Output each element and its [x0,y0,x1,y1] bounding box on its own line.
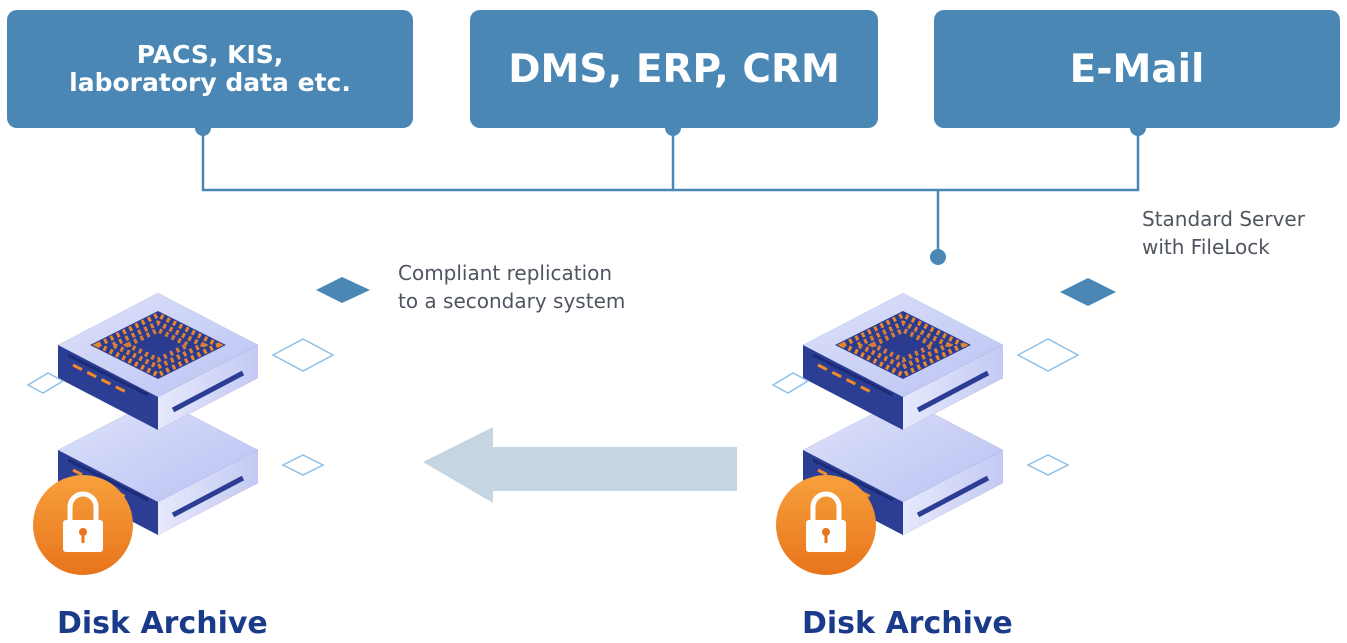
disk-archive-title-left: Disk Archive [57,606,268,641]
replication-label-line-2: to a secondary system [398,289,626,313]
padlock-icon-right [776,475,876,575]
source-box-dms-label: DMS, ERP, CRM [508,46,840,92]
server-label: Standard Server with FileLock [1142,205,1305,261]
source-box-dms: DMS, ERP, CRM [470,10,878,128]
replication-label-line-1: Compliant replication [398,261,613,285]
source-box-email-label: E-Mail [1069,46,1205,92]
connector-dot-server [930,249,946,265]
padlock-icon-left [33,475,133,575]
server-diamond-icon [1060,278,1116,306]
server-label-line-2: with FileLock [1142,235,1270,259]
left-arrow-icon [423,427,737,503]
source-box-pacs-line-2: laboratory data etc. [69,68,351,97]
source-box-email: E-Mail [934,10,1340,128]
connector-lines [201,128,1140,257]
replication-diamond-icon [316,277,370,303]
source-box-pacs-line-1: PACS, KIS, [136,40,284,69]
disk-archive-title-right: Disk Archive [802,606,1013,641]
server-label-line-1: Standard Server [1142,207,1305,231]
replication-label: Compliant replication to a secondary sys… [398,259,625,315]
source-box-pacs: PACS, KIS, laboratory data etc. [7,10,413,128]
